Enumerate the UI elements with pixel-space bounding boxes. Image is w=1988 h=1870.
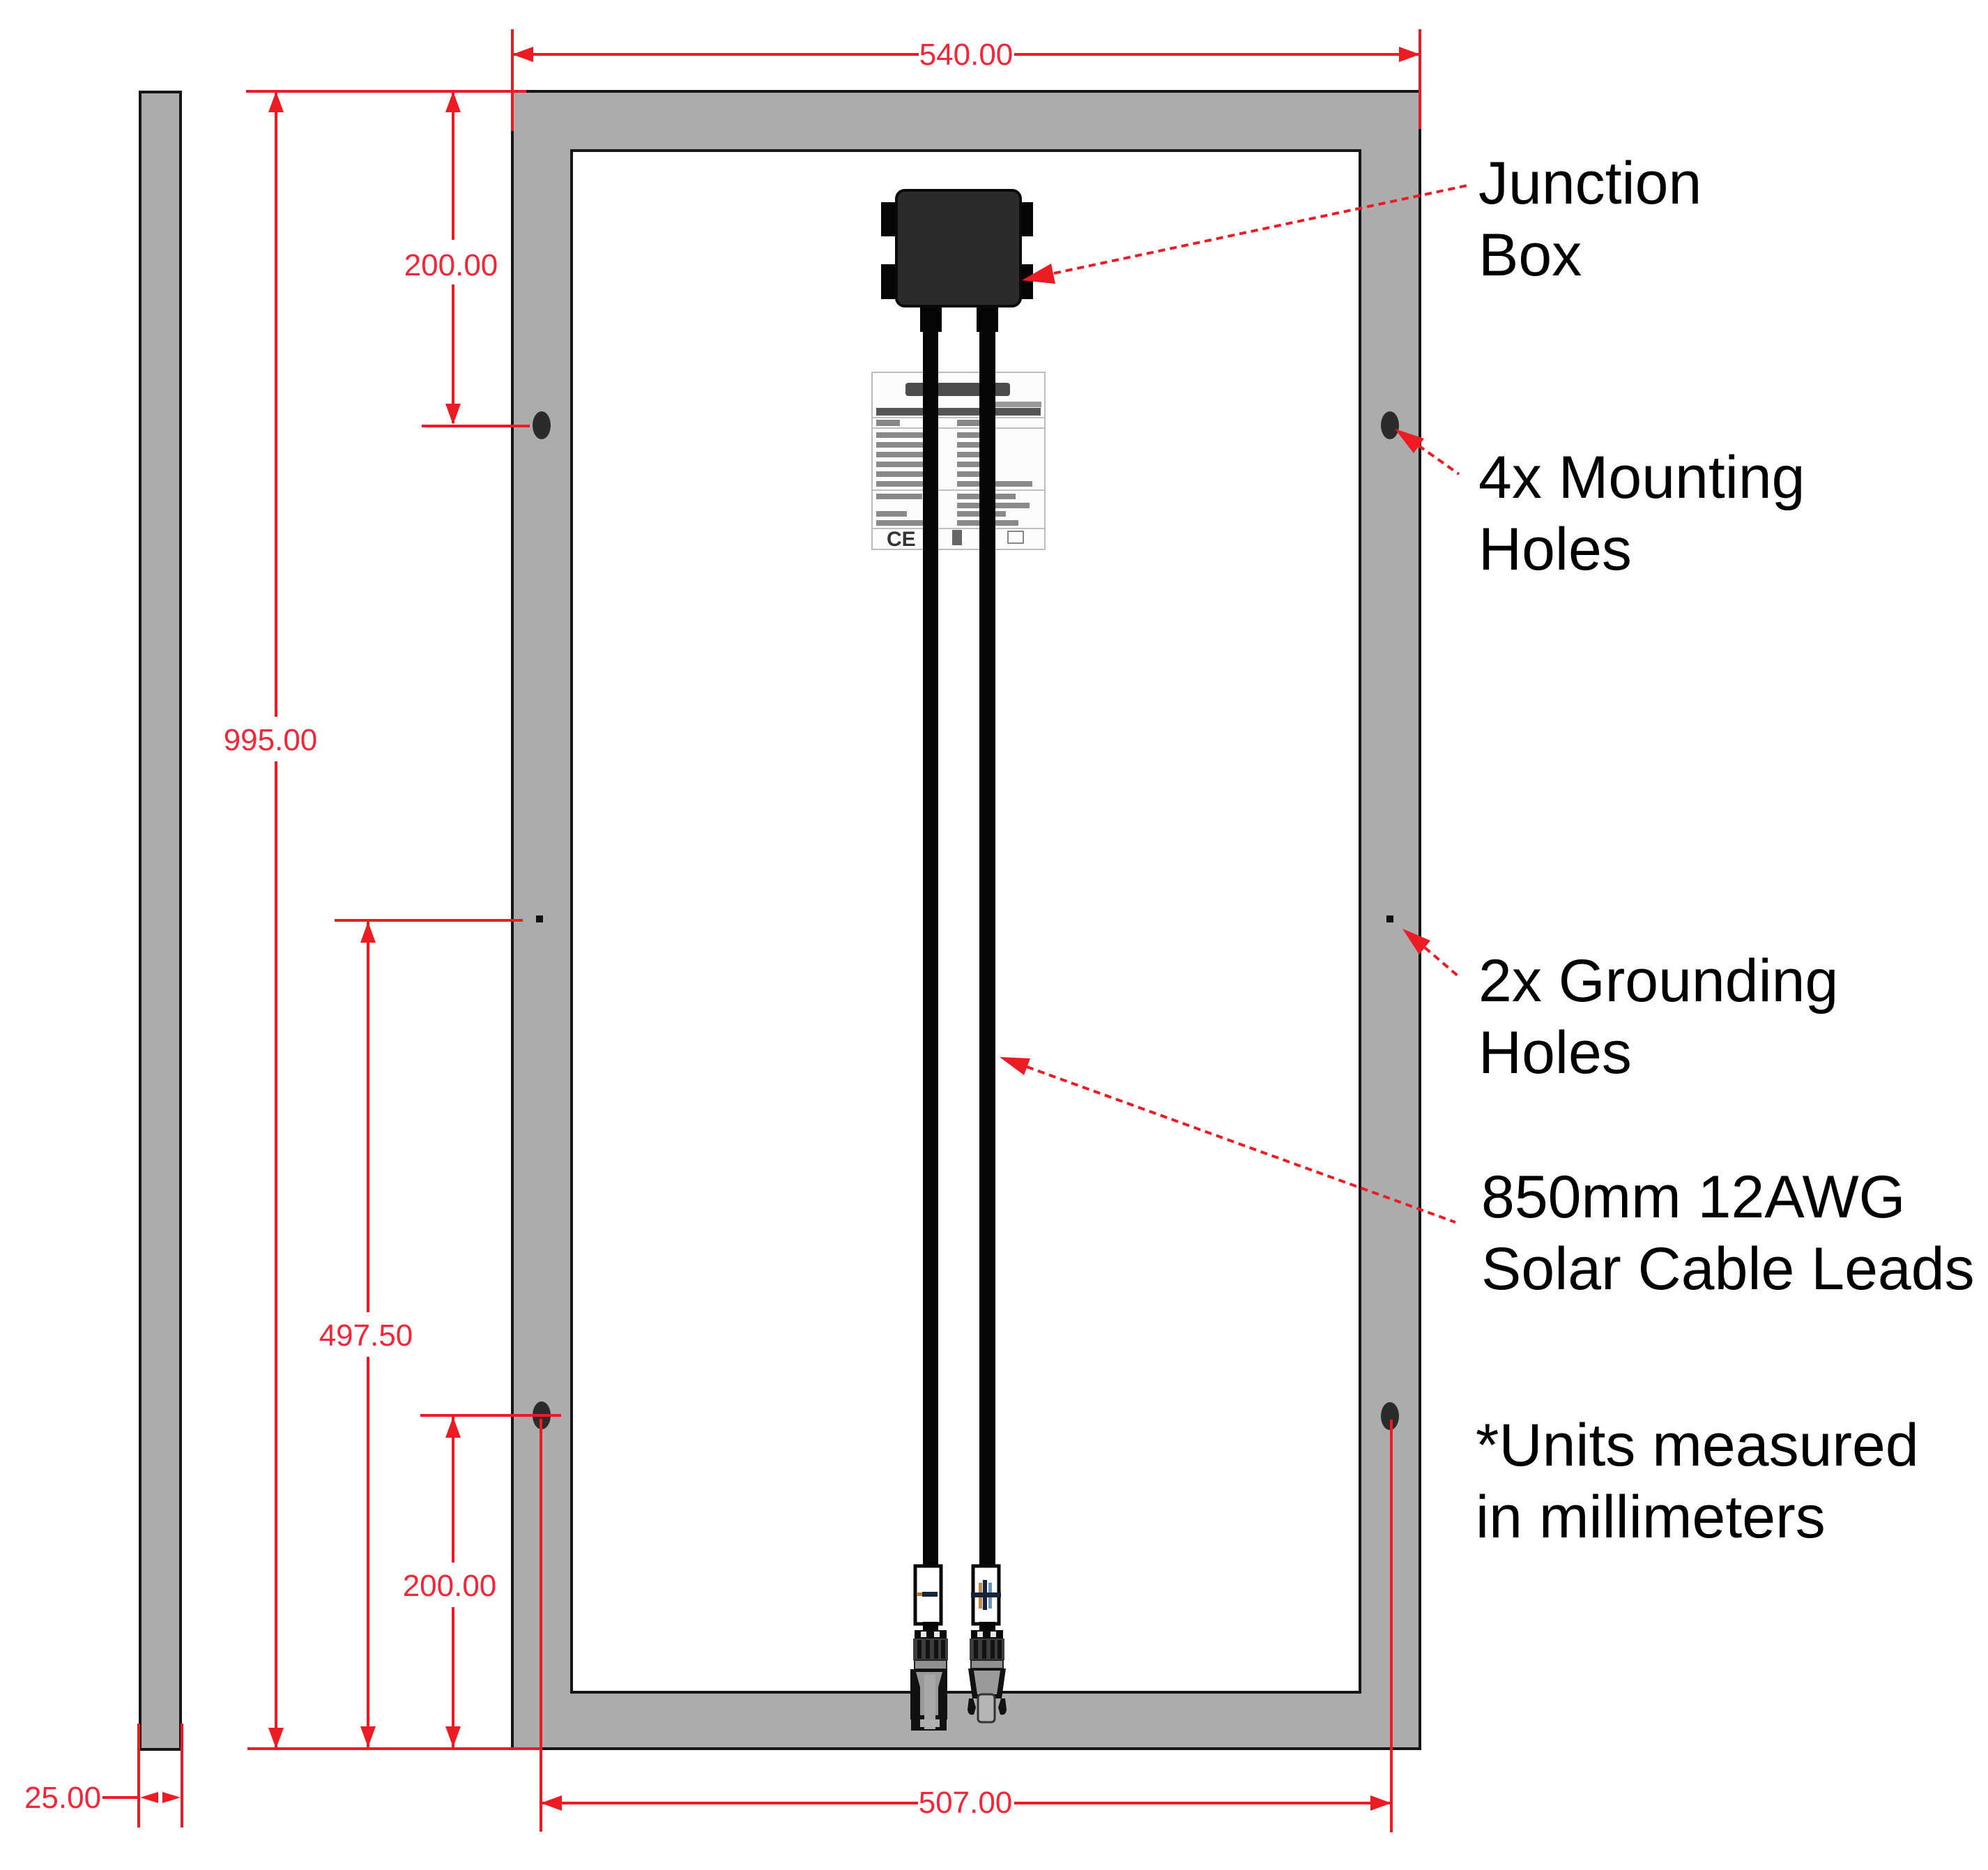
svg-text:Holes: Holes [1478,1019,1632,1086]
svg-text:25.00: 25.00 [24,1781,101,1815]
svg-text:497.50: 497.50 [319,1318,413,1353]
svg-text:4x Mounting: 4x Mounting [1478,444,1805,511]
svg-text:Holes: Holes [1478,516,1632,583]
svg-text:200.00: 200.00 [403,1569,497,1603]
svg-text:200.00: 200.00 [404,248,498,282]
svg-text:Box: Box [1478,222,1582,289]
svg-text:CE: CE [887,528,916,551]
svg-text:507.00: 507.00 [919,1786,1013,1820]
svg-text:in millimeters: in millimeters [1476,1484,1826,1551]
svg-text:995.00: 995.00 [224,723,318,757]
svg-text:2x Grounding: 2x Grounding [1478,948,1838,1014]
svg-text:540.00: 540.00 [919,38,1014,72]
svg-text:Junction: Junction [1478,150,1702,217]
svg-text:850mm 12AWG: 850mm 12AWG [1481,1164,1906,1231]
svg-text:Solar Cable Leads: Solar Cable Leads [1481,1236,1975,1302]
svg-text:*Units measured: *Units measured [1476,1412,1919,1479]
